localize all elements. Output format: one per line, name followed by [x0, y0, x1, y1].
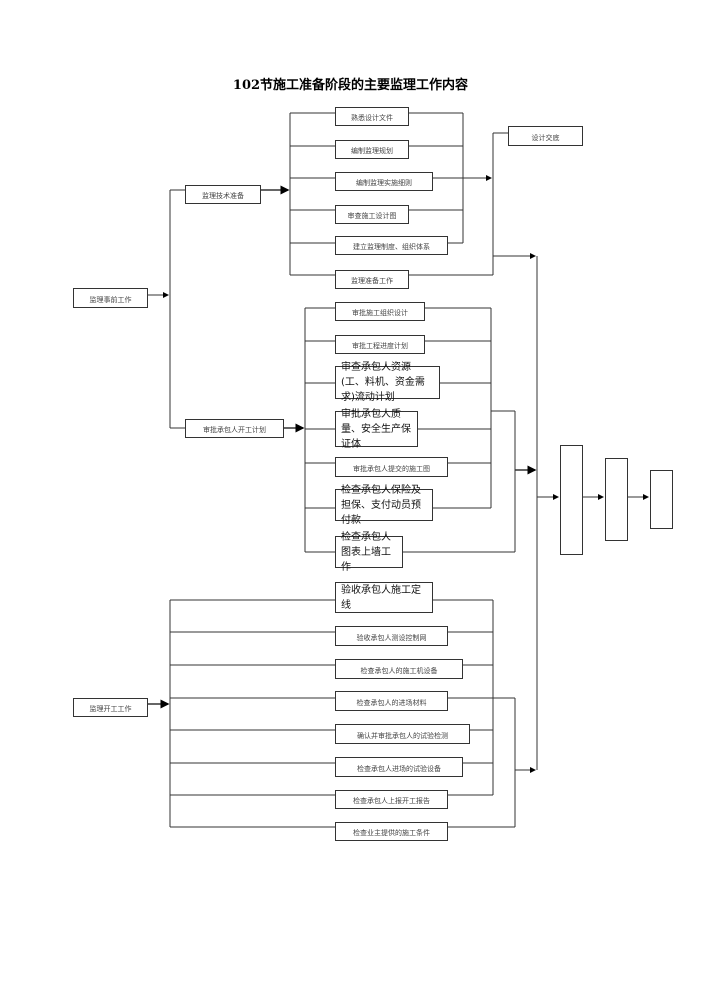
- stage-box-2: [605, 458, 628, 541]
- start-item: 确认并审批承包人的试验检测: [335, 724, 470, 744]
- stage-box-1: [560, 445, 583, 555]
- page-title: 102节施工准备阶段的主要监理工作内容: [232, 78, 469, 93]
- plan-item: 审批工程进度计划: [335, 335, 425, 354]
- tech-item: 熟悉设计文件: [335, 107, 409, 126]
- start-item: 检查承包人进场的试验设备: [335, 757, 463, 777]
- start-item: 验收承包人测设控制网: [335, 626, 448, 646]
- start-item: 验收承包人施工定线: [335, 582, 433, 613]
- tech-item: 编制监理规划: [335, 140, 409, 159]
- plan-item: 审批施工组织设计: [335, 302, 425, 321]
- plan-item: 审查承包人资源(工、料机、资金需求)流动计划: [335, 362, 440, 403]
- start-item: 检查业主提供的施工条件: [335, 822, 448, 841]
- tech-item: 编制监理实施细则: [335, 172, 433, 191]
- root-top-box: 监理事前工作: [73, 288, 148, 308]
- tech-item: 建立监理制度、组织体系: [335, 236, 448, 255]
- plan-review-box: 审批承包人开工计划: [185, 419, 284, 438]
- start-item: 检查承包人上报开工报告: [335, 790, 448, 809]
- plan-item: 检查承包人保险及担保、支付动员预付款: [335, 485, 433, 526]
- tech-item: 监理准备工作: [335, 270, 409, 289]
- tech-item: 审查施工设计图: [335, 205, 409, 224]
- plan-item: 检查承包人图表上墙工作: [335, 532, 403, 573]
- plan-item: 审批承包人质量、安全生产保证体: [335, 409, 418, 450]
- tech-prep-box: 监理技术准备: [185, 185, 261, 204]
- start-item: 检查承包人的进场材料: [335, 691, 448, 711]
- start-item: 检查承包人的施工机设备: [335, 659, 463, 679]
- stage-box-3: [650, 470, 673, 529]
- root-bottom-box: 监理开工工作: [73, 698, 148, 717]
- plan-item: 审批承包人提交的施工图: [335, 457, 448, 477]
- design-briefing-box: 设计交底: [508, 126, 583, 146]
